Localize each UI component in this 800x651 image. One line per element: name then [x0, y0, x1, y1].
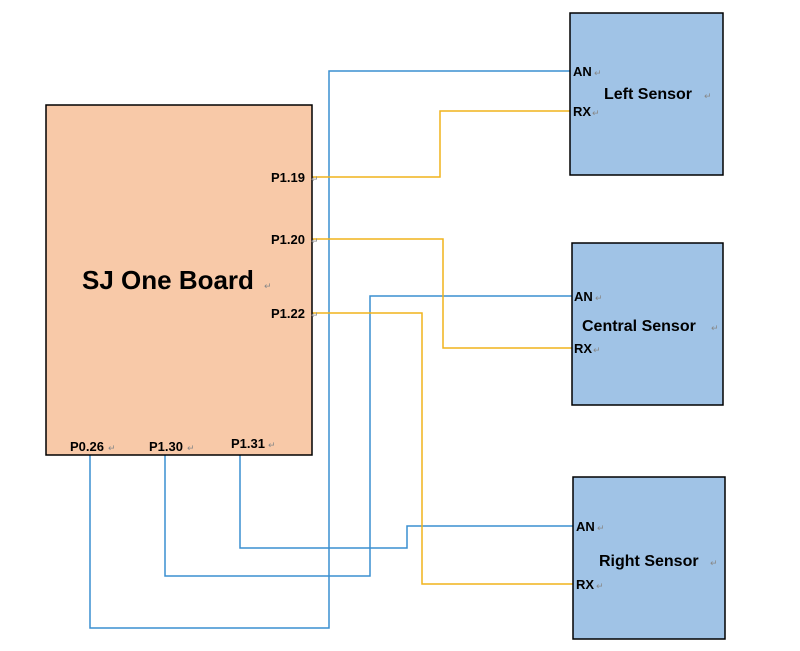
- svg-text:↵: ↵: [311, 237, 319, 247]
- svg-text:↵: ↵: [592, 109, 600, 119]
- sensor-name: Left Sensor: [604, 86, 692, 103]
- svg-text:↵: ↵: [311, 311, 319, 321]
- sensor-box: [571, 242, 724, 406]
- svg-text:↵: ↵: [711, 324, 719, 334]
- svg-text:↵: ↵: [596, 582, 604, 592]
- wire-p1-30-to-central-an: [164, 295, 572, 577]
- wire-p1-31-to-right-an: [239, 444, 573, 549]
- pin-label-p1-22: P1.22: [271, 306, 305, 321]
- board-title: SJ One Board: [82, 265, 254, 295]
- wire-p1-22-to-right-rx: [312, 312, 573, 585]
- svg-text:↵: ↵: [595, 294, 603, 304]
- sensor-name: Central Sensor: [582, 318, 696, 335]
- sensor-box: [569, 12, 724, 176]
- wires: [89, 70, 573, 629]
- svg-text:↵: ↵: [187, 444, 195, 454]
- svg-text:↵: ↵: [710, 559, 718, 569]
- wire-p0-26-to-left-an: [89, 70, 570, 629]
- svg-text:↵: ↵: [597, 524, 605, 534]
- board-box: [45, 104, 313, 456]
- pin-label-p0-26: P0.26: [70, 439, 104, 454]
- left-sensor: Left Sensor ↵ AN ↵ RX ↵: [569, 12, 724, 176]
- rx-label: RX: [573, 104, 591, 119]
- svg-text:↵: ↵: [108, 444, 116, 454]
- an-label: AN: [573, 64, 592, 79]
- pin-label-p1-19: P1.19: [271, 170, 305, 185]
- svg-text:↵: ↵: [704, 92, 712, 102]
- wire-p1-20-to-central-rx: [312, 238, 572, 349]
- an-label: AN: [576, 519, 595, 534]
- rx-label: RX: [574, 341, 592, 356]
- svg-text:↵: ↵: [264, 282, 272, 292]
- an-label: AN: [574, 289, 593, 304]
- wire-p1-19-to-left-rx: [312, 110, 570, 178]
- sj-one-board: SJ One Board ↵ P1.19 ↵ P1.20 ↵ P1.22 ↵ P…: [45, 104, 319, 456]
- svg-text:↵: ↵: [593, 346, 601, 356]
- pin-label-p1-30: P1.30: [149, 439, 183, 454]
- svg-text:↵: ↵: [311, 175, 319, 185]
- rx-label: RX: [576, 577, 594, 592]
- pin-label-p1-31: P1.31: [231, 436, 265, 451]
- central-sensor: Central Sensor ↵ AN ↵ RX ↵: [571, 242, 724, 406]
- svg-text:↵: ↵: [594, 69, 602, 79]
- right-sensor: Right Sensor ↵ AN ↵ RX ↵: [572, 476, 726, 640]
- sensor-box: [572, 476, 726, 640]
- pin-label-p1-20: P1.20: [271, 232, 305, 247]
- svg-text:↵: ↵: [268, 441, 276, 451]
- sensor-name: Right Sensor: [599, 553, 699, 570]
